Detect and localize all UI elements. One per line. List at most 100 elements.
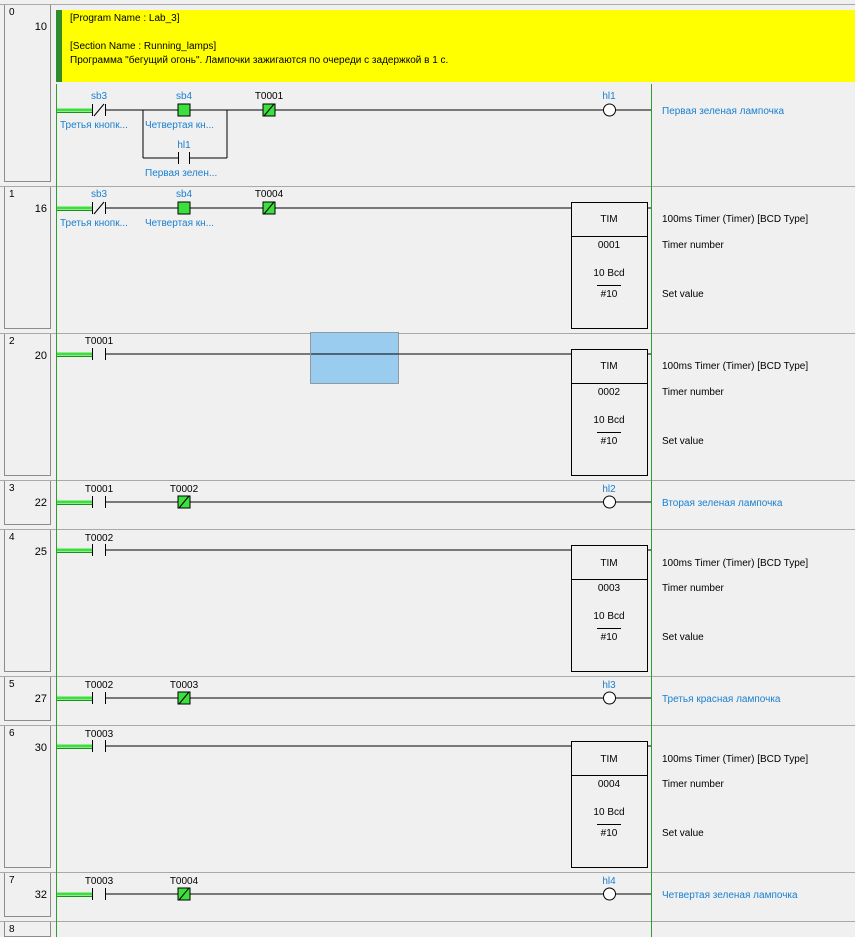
tim-block[interactable] (571, 349, 648, 476)
rung-0[interactable]: 0 10 (0, 4, 855, 186)
operand-label: T0002 (85, 533, 114, 544)
rung-step: 20 (34, 350, 47, 362)
operand-label: T0001 (85, 484, 114, 495)
coil-hl2[interactable] (603, 495, 616, 509)
operand-set-value-top: 10 Bcd (593, 268, 624, 279)
coil-label: hl2 (602, 484, 616, 495)
operand-label: T0002 (170, 484, 199, 495)
operand-comment: Timer number (662, 583, 725, 594)
rung-step: 32 (34, 889, 47, 901)
tim-block[interactable] (571, 202, 648, 329)
coil-comment: Вторая зеленая лампочка (662, 498, 783, 509)
operand-set-value: #10 (601, 828, 618, 839)
rung-6[interactable]: 6 30 (0, 725, 855, 872)
rung-step: 30 (34, 742, 47, 754)
rung-index: 0 (9, 7, 15, 18)
rung-index: 5 (9, 679, 15, 690)
comment-marker (56, 10, 63, 82)
instruction-comment: 100ms Timer (Timer) [BCD Type] (662, 361, 808, 372)
coil-hl3[interactable] (603, 691, 616, 705)
coil-comment: Четвертая зеленая лампочка (662, 890, 798, 901)
contact-nc-active[interactable] (177, 495, 191, 509)
coil-hl4[interactable] (603, 887, 616, 901)
operand-label: T0001 (255, 91, 284, 102)
rung6-wires (57, 744, 651, 749)
operand-label: T0003 (85, 876, 114, 887)
rung7-wires (57, 892, 651, 897)
operand-label: T0003 (170, 680, 199, 691)
rung-number-cell: 4 25 (4, 530, 51, 672)
contact-no[interactable] (92, 348, 106, 360)
rung-number-cell: 7 32 (4, 873, 51, 917)
contact-nc-active[interactable] (177, 691, 191, 705)
instruction-name: TIM (600, 754, 617, 765)
contact-no[interactable] (92, 692, 106, 704)
contact-no[interactable] (92, 888, 106, 900)
operand-label: T0001 (85, 336, 114, 347)
rung-2[interactable]: 2 20 (0, 333, 855, 480)
operand-set-value: #10 (601, 632, 618, 643)
operand-timer-number: 0002 (598, 387, 621, 398)
rung-3[interactable]: 3 22 (0, 480, 855, 529)
rung-index: 8 (9, 924, 15, 935)
program-comment[interactable] (62, 10, 855, 82)
tim-block[interactable] (571, 545, 648, 672)
operand-label: sb3 (91, 91, 108, 102)
operand-label: T0004 (170, 876, 199, 887)
contact-no[interactable] (92, 496, 106, 508)
contact-no[interactable] (178, 152, 190, 164)
operand-label: sb3 (91, 189, 108, 200)
contact-nc-active[interactable] (262, 201, 276, 215)
rung-4[interactable]: 4 25 (0, 529, 855, 676)
selection-cursor[interactable] (310, 332, 399, 384)
contact-no[interactable] (92, 740, 106, 752)
coil-hl1[interactable] (603, 103, 616, 117)
operand-comment: Timer number (662, 387, 725, 398)
rung-step: 16 (34, 203, 47, 215)
rung-number-cell: 1 16 (4, 187, 51, 329)
operand-comment: Set value (662, 289, 704, 300)
rung-step: 10 (34, 21, 47, 33)
rung-5[interactable]: 5 27 (0, 676, 855, 725)
operand-comment: Четвертая кн... (145, 120, 214, 131)
operand-label: T0003 (85, 729, 114, 740)
rung4-wires (57, 548, 651, 553)
operand-set-value-top: 10 Bcd (593, 611, 624, 622)
tim-block[interactable] (571, 741, 648, 868)
operand-comment: Четвертая кн... (145, 218, 214, 229)
contact-nc-active[interactable] (177, 887, 191, 901)
contact-nc[interactable] (92, 103, 106, 117)
contact-no-active[interactable] (177, 201, 191, 215)
rung-number-cell: 5 27 (4, 677, 51, 721)
rung-index: 6 (9, 728, 15, 739)
coil-label: hl4 (602, 876, 616, 887)
rung-7[interactable]: 7 32 (0, 872, 855, 921)
operand-comment: Timer number (662, 779, 725, 790)
coil-comment: Первая зеленая лампочка (662, 106, 784, 117)
operand-label: T0004 (255, 189, 284, 200)
operand-label: sb4 (176, 189, 193, 200)
contact-nc[interactable] (92, 201, 106, 215)
operand-label: hl1 (177, 140, 191, 151)
operand-timer-number: 0001 (598, 240, 621, 251)
rung-index: 4 (9, 532, 15, 543)
contact-no[interactable] (92, 544, 106, 556)
coil-comment: Третья красная лампочка (662, 694, 781, 705)
operand-comment: Третья кнопк... (60, 218, 128, 229)
operand-set-value-top: 10 Bcd (593, 807, 624, 818)
operand-set-value-top: 10 Bcd (593, 415, 624, 426)
instruction-comment: 100ms Timer (Timer) [BCD Type] (662, 214, 808, 225)
operand-set-value: #10 (601, 436, 618, 447)
instruction-comment: 100ms Timer (Timer) [BCD Type] (662, 754, 808, 765)
contact-no-active[interactable] (177, 103, 191, 117)
rung3-wires (57, 500, 651, 505)
contact-nc-active[interactable] (262, 103, 276, 117)
comment-program-name: [Program Name : Lab_3] (70, 13, 180, 24)
operand-comment: Set value (662, 436, 704, 447)
rung1-wires (57, 206, 651, 211)
comment-description: Программа "бегущий огонь". Лампочки зажи… (70, 55, 449, 66)
operand-comment: Set value (662, 632, 704, 643)
rung-1[interactable]: 1 16 (0, 186, 855, 333)
instruction-comment: 100ms Timer (Timer) [BCD Type] (662, 558, 808, 569)
operand-comment: Set value (662, 828, 704, 839)
